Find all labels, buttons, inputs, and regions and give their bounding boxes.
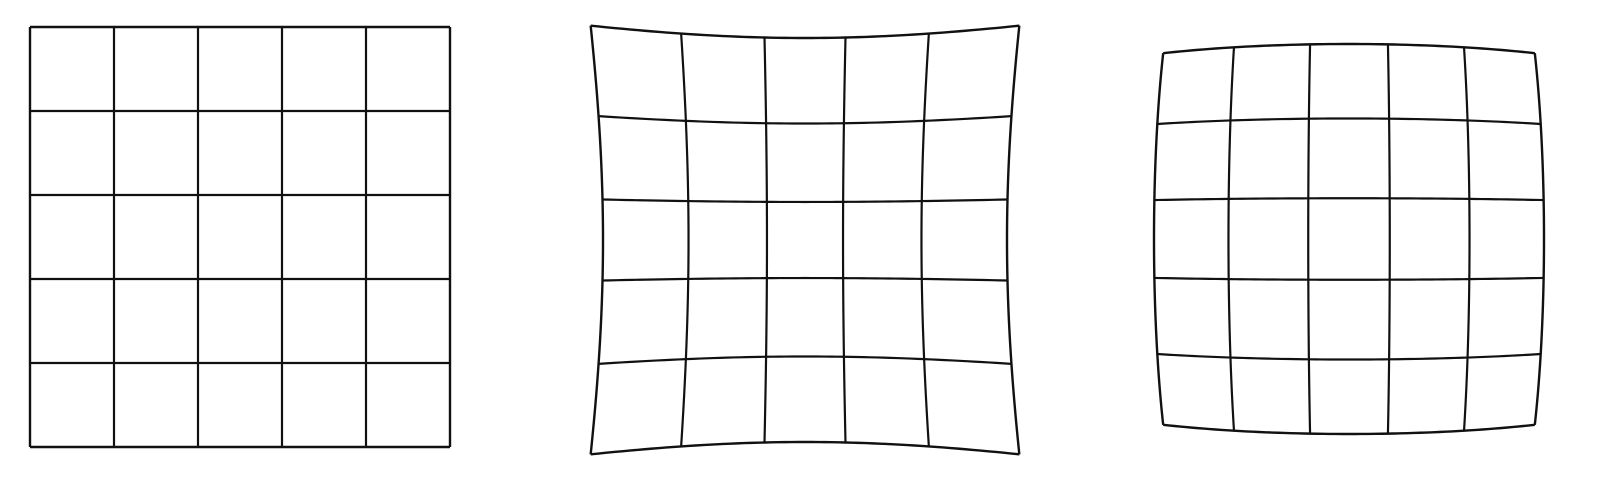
grid-line-horizontal xyxy=(597,115,1013,125)
grid-border-vertical xyxy=(1152,53,1165,425)
barrel-distorted-grid-panel xyxy=(1152,42,1546,436)
grid-line-horizontal xyxy=(1153,276,1545,281)
grid-line-vertical xyxy=(1462,46,1471,432)
grid-line-horizontal xyxy=(1156,117,1542,126)
grid-line-vertical xyxy=(763,36,769,444)
pincushion-distorted-grid-panel xyxy=(589,24,1021,456)
grid-line-horizontal xyxy=(1156,352,1542,361)
grid-line-vertical xyxy=(841,36,847,444)
grid-line-horizontal xyxy=(597,355,1013,365)
undistorted-grid-panel xyxy=(28,25,452,449)
grid-border-horizontal xyxy=(1163,42,1535,55)
grid-line-vertical xyxy=(680,32,690,448)
grid-border-vertical xyxy=(589,25,605,455)
grid-line-vertical xyxy=(1307,43,1312,435)
grid-border-horizontal xyxy=(1163,423,1535,436)
grid-line-vertical xyxy=(1227,46,1236,432)
grid-line-horizontal xyxy=(601,198,1009,204)
grid-line-horizontal xyxy=(601,276,1009,282)
grid-line-vertical xyxy=(920,32,930,448)
grid-line-horizontal xyxy=(1153,197,1545,202)
grid-border-vertical xyxy=(1533,53,1546,425)
grid-border-vertical xyxy=(1005,25,1021,455)
grid-border-horizontal xyxy=(590,24,1020,40)
grid-line-vertical xyxy=(1386,43,1391,435)
grid-border-horizontal xyxy=(590,440,1020,456)
